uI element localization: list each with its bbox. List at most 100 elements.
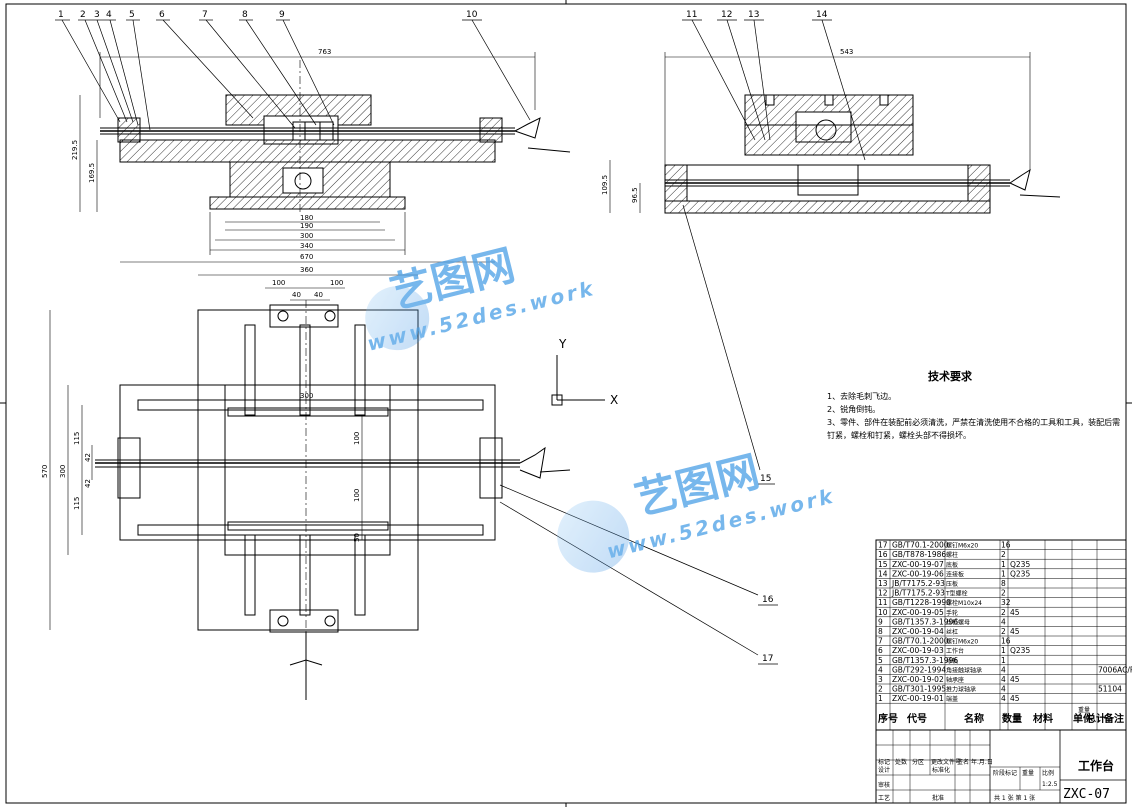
bom-cell: GB/T878-1986 bbox=[892, 550, 946, 559]
bom-cell: 51104 bbox=[1098, 685, 1122, 694]
bom-cell: 连接板 bbox=[946, 570, 964, 578]
balloon-numbers: 1 2 3 4 5 6 7 8 9 10 11 12 13 14 15 16 1… bbox=[58, 10, 828, 664]
dim-190: 190 bbox=[300, 222, 313, 230]
bom-cell: 4 bbox=[1001, 617, 1006, 626]
tb-ratio: 比例 bbox=[1042, 769, 1054, 777]
bom-cell: 2 bbox=[1001, 627, 1006, 636]
tb-count: 处数 bbox=[895, 758, 907, 766]
tech-line-3: 3、零件、部件在装配前必须清洗，严禁在清洗使用不合格的工具和工具，装配后需 bbox=[827, 417, 1120, 427]
tb-docno: 更改文件号 bbox=[931, 758, 961, 766]
bom-cell: 丝杠螺母 bbox=[946, 618, 970, 626]
tb-scale: 1:2.5 bbox=[1042, 781, 1058, 788]
bom-cell: ZXC-00-19-03 bbox=[892, 646, 944, 655]
bom-cell: 2 bbox=[1001, 589, 1006, 598]
tb-stage: 阶段标记 bbox=[993, 769, 1017, 777]
bom-cell: ZXC-00-19-02 bbox=[892, 675, 944, 684]
bom-cell: T型螺栓 bbox=[945, 590, 968, 598]
bom-cell: 16 bbox=[1001, 637, 1011, 646]
bom-cell: 2 bbox=[1001, 550, 1006, 559]
bom-header-cell: 名称 bbox=[964, 712, 984, 725]
bom-cell: 4 bbox=[1001, 675, 1006, 684]
balloon-4: 4 bbox=[106, 10, 112, 20]
bom-cell: 手轮 bbox=[946, 609, 958, 617]
bom-cell: Q235 bbox=[1010, 560, 1030, 569]
bom-cell: 16 bbox=[1001, 541, 1011, 550]
bom-cell: 17 bbox=[878, 541, 888, 550]
bom-cell: 14 bbox=[878, 569, 888, 578]
bom-cell: 9 bbox=[878, 617, 883, 626]
bom-cell: Q235 bbox=[1010, 646, 1030, 655]
dim-360: 360 bbox=[300, 266, 313, 274]
bom-cell: 4 bbox=[878, 665, 883, 674]
dim-40-left: 40 bbox=[292, 291, 301, 299]
tb-std: 标准化 bbox=[932, 766, 950, 774]
balloon-17: 17 bbox=[762, 654, 773, 664]
bom-cell: 推力球轴承 bbox=[946, 686, 976, 694]
bom-cell: 端盖 bbox=[946, 695, 958, 703]
tb-check: 审核 bbox=[878, 781, 890, 789]
bom-cell: ZXC-00-19-04 bbox=[892, 627, 944, 636]
dim-670: 670 bbox=[300, 253, 313, 261]
dim-300-plan: 300 bbox=[300, 392, 313, 400]
tb-approve: 批准 bbox=[932, 794, 944, 802]
dim-300-vert: 300 bbox=[59, 465, 67, 478]
bom-header-cell: 单件 bbox=[1073, 712, 1093, 725]
side-dimensions bbox=[609, 52, 1031, 213]
dim-42-bottom: 42 bbox=[84, 479, 92, 488]
bom-cell: 螺柱 bbox=[946, 551, 958, 559]
tb-drawing-code: ZXC-07 bbox=[1063, 787, 1110, 802]
bom-header-cell: 备注 bbox=[1103, 712, 1124, 725]
balloon-9: 9 bbox=[279, 10, 285, 20]
dim-42-top: 42 bbox=[84, 453, 92, 462]
ucs-axis-icon bbox=[551, 355, 605, 406]
bom-cell: ZXC-00-19-06 bbox=[892, 569, 944, 578]
bom-cell: 15 bbox=[878, 560, 888, 569]
dim-40-right: 40 bbox=[314, 291, 323, 299]
bom-cell: JB/T7175.2-93 bbox=[891, 589, 945, 598]
tb-zone: 分区 bbox=[912, 758, 924, 766]
tech-title: 技术要求 bbox=[928, 369, 973, 383]
bom-cell: 2 bbox=[1001, 608, 1006, 617]
bom-cell: GB/T1357.3-1996 bbox=[892, 656, 958, 665]
bom-cell: 45 bbox=[1010, 675, 1020, 684]
technical-requirements: 技术要求 1、去除毛刺飞边。 2、锐角倒钝。 3、零件、部件在装配前必须清洗，严… bbox=[827, 369, 1120, 440]
balloon-11: 11 bbox=[686, 10, 697, 20]
dim-219-5: 219.5 bbox=[71, 140, 79, 160]
bom-cell: 工作台 bbox=[946, 647, 964, 655]
bom-cell: 1 bbox=[1001, 646, 1006, 655]
bom-cell: GB/T70.1-2000 bbox=[892, 637, 949, 646]
tech-line-1: 1、去除毛刺飞边。 bbox=[827, 391, 896, 401]
bom-cell: 1 bbox=[878, 694, 883, 703]
bom-cell: 7 bbox=[878, 637, 883, 646]
axis-x-label: X bbox=[610, 393, 618, 407]
balloon-7: 7 bbox=[202, 10, 208, 20]
bom-cell: GB/T292-1994 bbox=[892, 665, 946, 674]
balloon-underlines bbox=[55, 19, 832, 665]
bom-cell: 螺栓M10x24 bbox=[946, 599, 982, 607]
bom-cell: 导轨 bbox=[946, 657, 958, 665]
bom-cell: 45 bbox=[1010, 627, 1020, 636]
tb-date: 年.月.日 bbox=[971, 758, 993, 766]
balloon-12: 12 bbox=[721, 10, 732, 20]
bom-cell: 45 bbox=[1010, 608, 1020, 617]
bom-cell: 1 bbox=[1001, 656, 1006, 665]
bom-cell: 45 bbox=[1010, 694, 1020, 703]
watermark-2: 艺图网 www.52des.work bbox=[557, 446, 838, 573]
dim-570: 570 bbox=[41, 465, 49, 478]
bom-cell: 底板 bbox=[946, 561, 958, 569]
bom-cell: 压板 bbox=[946, 580, 958, 588]
balloon-10: 10 bbox=[466, 10, 478, 20]
balloon-3: 3 bbox=[94, 10, 100, 20]
balloon-5: 5 bbox=[129, 10, 135, 20]
dim-100-v2: 100 bbox=[353, 489, 361, 502]
bom-cell: 1 bbox=[1001, 569, 1006, 578]
bom-cell: GB/T1357.3-1996 bbox=[892, 617, 958, 626]
bom-cell: GB/T301-1995 bbox=[892, 685, 946, 694]
bom-cell: 10 bbox=[878, 608, 888, 617]
bom-cell: 8 bbox=[1001, 579, 1006, 588]
bom-cell: 16 bbox=[878, 550, 888, 559]
bom-header-weight: 重量 bbox=[1078, 706, 1090, 714]
